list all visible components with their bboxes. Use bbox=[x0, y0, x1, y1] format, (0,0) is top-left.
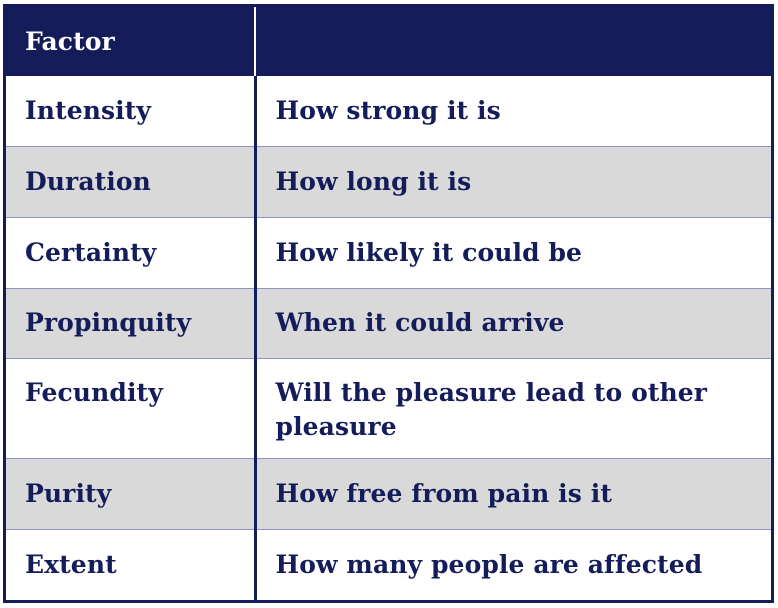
table-row: Extent How many people are affected bbox=[6, 528, 771, 600]
factor-cell: Intensity bbox=[25, 96, 152, 126]
description-cell: How strong it is bbox=[253, 76, 771, 147]
factor-cell: Fecundity bbox=[6, 358, 255, 459]
factor-cell: Purity bbox=[6, 458, 255, 530]
description-cell: Will the pleasure lead to other pleasure bbox=[253, 358, 771, 459]
table-row: Propinquity When it could arrive bbox=[6, 287, 771, 359]
table-header-row: Factor bbox=[6, 7, 771, 76]
factor-table-container: Factor Intensity How strong it is Durati… bbox=[3, 4, 774, 603]
factor-cell: Certainty bbox=[6, 216, 255, 289]
description-cell: How free from pain is it bbox=[253, 458, 771, 530]
factor-cell: Propinquity bbox=[6, 287, 255, 359]
description-cell: How many people are affected bbox=[253, 528, 771, 600]
table-row: Fecundity Will the pleasure lead to othe… bbox=[6, 358, 771, 459]
description-cell: How long it is bbox=[253, 146, 771, 218]
table-row: Duration How long it is bbox=[6, 146, 771, 218]
factor-cell: Duration bbox=[6, 146, 255, 218]
table-row: Purity How free from pain is it bbox=[6, 458, 771, 530]
table-row: Certainty How likely it could be bbox=[6, 216, 771, 289]
description-cell: How likely it could be bbox=[253, 216, 771, 289]
table-row: Intensity How strong it is bbox=[6, 76, 771, 147]
column-header-factor: Factor bbox=[6, 7, 255, 76]
description-cell: When it could arrive bbox=[253, 287, 771, 359]
column-header-description bbox=[254, 7, 771, 76]
factor-table: Factor Intensity How strong it is Durati… bbox=[6, 7, 771, 600]
factor-cell: Extent bbox=[6, 528, 255, 600]
